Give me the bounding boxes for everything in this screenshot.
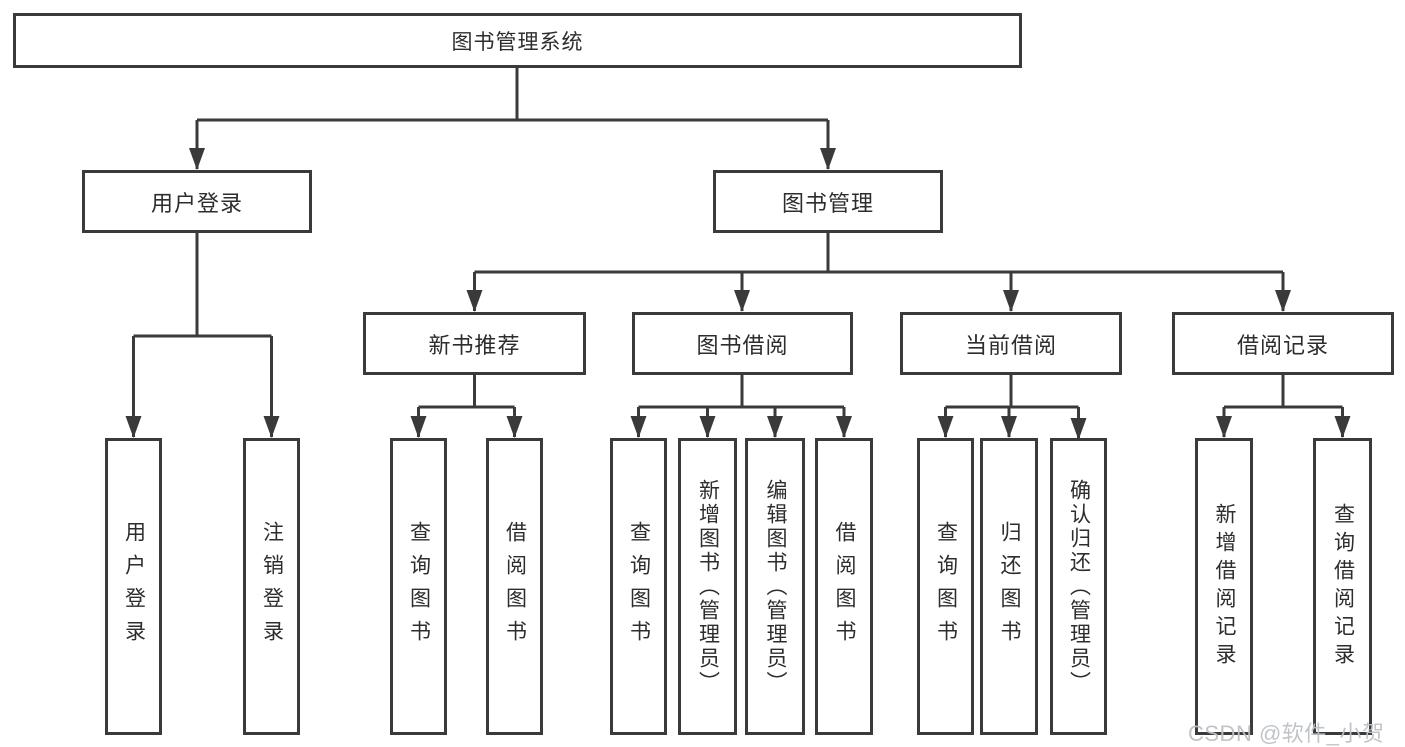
leaf-br-add-record: 新增借阅记录 <box>1195 438 1253 735</box>
node-book-management: 图书管理 <box>713 170 943 233</box>
node-borrow-record: 借阅记录 <box>1172 312 1394 375</box>
leaf-cb-confirm-return-admin: 确认归还（管理员） <box>1050 438 1107 735</box>
node-new-book-recommend: 新书推荐 <box>363 312 586 375</box>
leaf-br-query-record: 查询借阅记录 <box>1313 438 1372 735</box>
node-root: 图书管理系统 <box>13 13 1022 68</box>
leaf-cb-query-books: 查询图书 <box>917 438 974 735</box>
node-current-borrow: 当前借阅 <box>900 312 1122 375</box>
node-user-login: 用户登录 <box>82 170 312 233</box>
leaf-nbr-borrow-books: 借阅图书 <box>486 438 543 735</box>
leaf-user-login: 用户登录 <box>105 438 162 735</box>
node-book-borrow: 图书借阅 <box>632 312 853 375</box>
leaf-cb-return-books: 归还图书 <box>980 438 1038 735</box>
leaf-logout: 注销登录 <box>243 438 300 735</box>
leaf-bb-edit-books-admin: 编辑图书（管理员） <box>745 438 805 735</box>
leaf-nbr-query-books: 查询图书 <box>390 438 447 735</box>
leaf-bb-borrow-books: 借阅图书 <box>815 438 873 735</box>
watermark-text: CSDN @软件_小贺同学 <box>1188 721 1385 746</box>
leaf-bb-query-books: 查询图书 <box>610 438 667 735</box>
leaf-bb-add-books-admin: 新增图书（管理员） <box>678 438 737 735</box>
